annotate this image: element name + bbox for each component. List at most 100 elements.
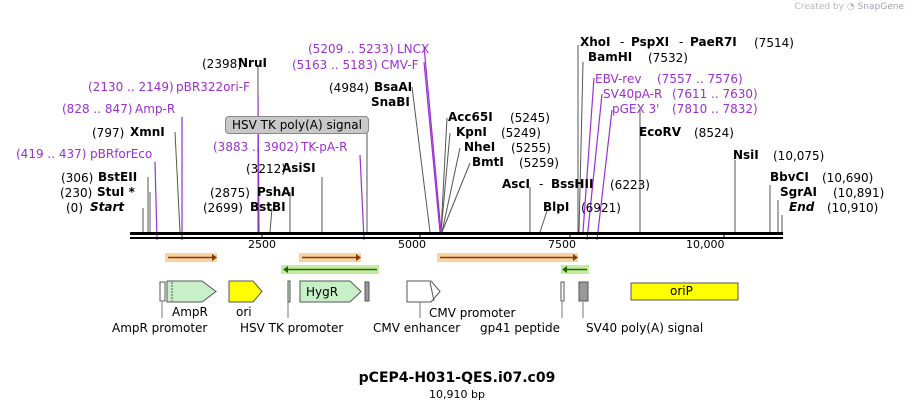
primer-lncx: LNCX — [397, 42, 430, 56]
feature-label-sv40-polya: SV40 poly(A) signal — [586, 321, 704, 335]
site-pos: (6921) — [581, 201, 621, 215]
site-sgrai: SgrAI — [780, 185, 817, 199]
feature-ampr-promoter — [159, 281, 166, 302]
site-ecorv: EcoRV — [639, 125, 682, 139]
leader-tk-pa-r — [359, 154, 365, 241]
site-pos: (4984) — [329, 81, 369, 95]
hsv-tk-polya-callout: HSV TK poly(A) signal — [225, 116, 369, 134]
separator: - — [620, 35, 625, 49]
feature-label-ampr-promoter: AmpR promoter — [112, 321, 208, 335]
site-snabi: SnaBI — [371, 95, 410, 109]
leader-acc65i — [440, 117, 448, 233]
feature-label-ampr: AmpR — [172, 305, 208, 319]
primer-ebv-rev: EBV-rev — [595, 72, 642, 86]
brand-name: SnapGene — [857, 2, 904, 12]
primer-pbrforeco: pBRforEco — [90, 147, 153, 161]
primer-pos: (3883 .. 3902) — [213, 140, 299, 154]
leader-cmv-f — [423, 61, 441, 233]
site-asci: AscI — [502, 177, 531, 191]
site-pos: (2875) — [210, 186, 250, 200]
leader-lncx — [423, 45, 442, 233]
leader-blpi — [539, 210, 548, 233]
feature-ampr — [166, 280, 217, 303]
primer-pos: (7611 .. 7630) — [672, 87, 758, 101]
feature-gp41 — [560, 281, 565, 302]
feature-orip — [630, 282, 739, 301]
feature-hsv-tk-promoter — [287, 280, 291, 303]
ruler-tick-label: 10,000 — [686, 238, 725, 251]
site-kpni: KpnI — [456, 125, 487, 139]
primer-tk-pa-r: TK-pA-R — [301, 140, 348, 154]
site-bsshii: BssHII — [551, 177, 594, 191]
feature-sv40-polya — [578, 281, 589, 302]
site-bsaai: BsaAI — [374, 80, 413, 94]
site-pos: (3212) — [246, 162, 286, 176]
site-nhei: NheI — [464, 140, 496, 154]
feature-ori — [228, 280, 263, 303]
site-pos: (5255) — [511, 141, 551, 155]
site-bbvci: BbvCI — [770, 170, 809, 184]
primer-pos: (7557 .. 7576) — [657, 72, 743, 86]
backbone-top-strand — [130, 232, 783, 235]
site-pos: (10,690) — [822, 171, 874, 185]
credit-text: Created by ◔ SnapGene — [794, 2, 904, 12]
feature-label-cmv-promoter: CMV promoter — [429, 306, 516, 320]
site-pos: (306) — [61, 171, 94, 185]
site-pos: (2398) — [202, 57, 242, 71]
site-pos: (7514) — [754, 36, 794, 50]
site-pos: (6223) — [610, 178, 650, 192]
leader-kpni — [440, 132, 451, 233]
feature-hsv-tk-polya — [364, 281, 370, 302]
site-xmni: XmnI — [130, 125, 165, 139]
site-pspxi: PspXI — [631, 35, 670, 49]
primer-sv40pa-r: SV40pA-R — [603, 87, 663, 101]
backbone-bottom-strand — [130, 237, 783, 239]
separator: - — [539, 177, 544, 191]
primer-pos: (419 .. 437) — [16, 147, 87, 161]
site-bstbi: BstBI — [250, 200, 286, 214]
primer-pos: (828 .. 847) — [62, 102, 133, 116]
leader-pgex3 — [596, 109, 613, 241]
credit-label: Created by — [794, 2, 844, 12]
primer-pos: (5209 .. 5233) — [308, 42, 394, 56]
feature-label-hygr: HygR — [306, 285, 339, 299]
ruler-tick-label: 2500 — [248, 238, 276, 251]
site-xhoi: XhoI — [580, 35, 611, 49]
primer-pos: (7810 .. 7832) — [672, 102, 758, 116]
leader-xmni — [174, 131, 181, 233]
site-pos: (230) — [60, 186, 93, 200]
site-asisi: AsiSI — [282, 161, 316, 175]
site-pos: (5249) — [501, 126, 541, 140]
leader-sv40pa-r — [586, 93, 603, 241]
site-pos: (2699) — [203, 201, 243, 215]
site-nrui: NruI — [238, 56, 267, 70]
site-bamhi: BamHI — [588, 50, 633, 64]
site-start: Start — [90, 200, 125, 214]
ruler-tick-label: 7500 — [548, 238, 576, 251]
leader-pbrforeco — [154, 161, 158, 241]
primer-pbr322ori-f: pBR322ori-F — [176, 80, 250, 94]
map-length: 10,910 bp — [429, 388, 485, 401]
site-pos: (7532) — [648, 51, 688, 65]
primer-pgex3: pGEX 3' — [612, 102, 660, 116]
feature-label-hsv-tk-promoter: HSV TK promoter — [240, 321, 344, 335]
site-paer7i: PaeR7I — [690, 35, 737, 49]
feature-label-ori: ori — [236, 305, 252, 319]
map-title: pCEP4-H031-QES.i07.c09 — [358, 370, 556, 386]
feature-hygr — [299, 280, 362, 303]
site-acc65i: Acc65I — [448, 110, 493, 124]
site-end: End — [789, 200, 815, 214]
primer-cmv-f: CMV-F — [381, 58, 419, 72]
site-pos: (10,891) — [833, 186, 885, 200]
site-pos: (8524) — [694, 126, 734, 140]
leader-bstbi — [269, 207, 273, 233]
separator: - — [679, 35, 684, 49]
site-pos: (797) — [92, 126, 125, 140]
site-stui: StuI * — [97, 185, 135, 199]
site-pos: (0) — [66, 201, 83, 215]
primer-amp-r: Amp-R — [135, 102, 176, 116]
primer-pos: (2130 .. 2149) — [88, 80, 174, 94]
ruler-tick-label: 5000 — [398, 238, 426, 251]
site-bmti: BmtI — [472, 155, 504, 169]
